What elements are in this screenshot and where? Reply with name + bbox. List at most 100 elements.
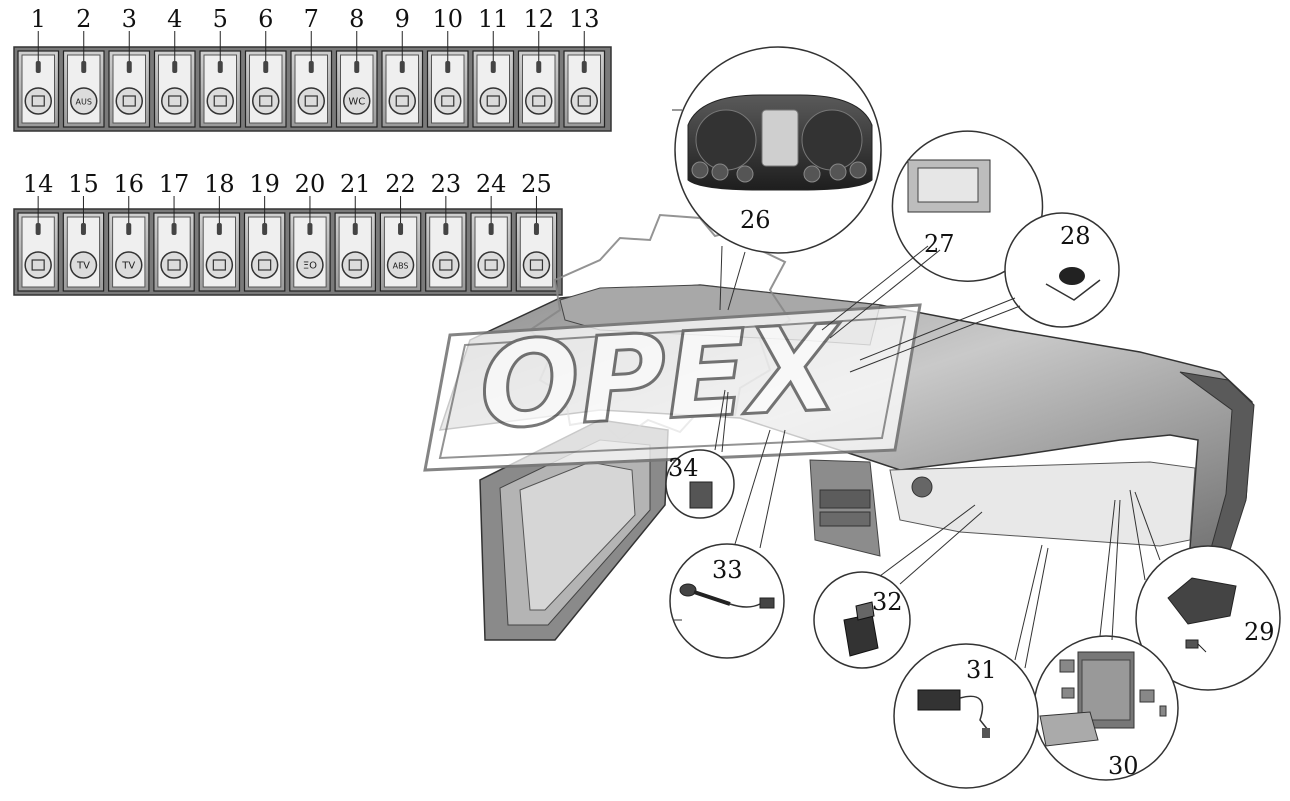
aus-icon	[70, 87, 98, 115]
switch-label: 4	[167, 5, 182, 33]
callout-fuse-relay-box	[1033, 499, 1179, 781]
callout-label: 34	[668, 454, 699, 482]
indicator-lamp	[126, 223, 132, 235]
hazard-icon	[388, 87, 416, 115]
switch-label: 13	[569, 5, 600, 33]
switch-symbol-text: ΞO	[303, 261, 317, 272]
abs-icon	[386, 251, 415, 279]
seat-icon	[24, 87, 52, 115]
indicator-lamp	[399, 61, 405, 73]
switch-symbol-text: AUS	[76, 98, 92, 107]
indicator-lamp	[488, 223, 494, 235]
step-icon	[205, 251, 234, 279]
switch-label: 1	[31, 5, 46, 33]
callout-wiring-sensor	[893, 544, 1049, 789]
switch-1[interactable]	[17, 50, 60, 128]
watermark-text: OPEX	[476, 298, 846, 455]
callout-label: 32	[872, 588, 903, 616]
switch-label: 17	[159, 170, 190, 198]
switch-19[interactable]	[243, 212, 286, 292]
switch-9[interactable]	[381, 50, 424, 128]
callout-instrument-cluster	[672, 46, 882, 311]
switch-symbol-text: WC	[348, 97, 365, 108]
indicator-lamp	[126, 61, 132, 73]
switch-label: 15	[68, 170, 99, 198]
callout-label: 33	[712, 556, 743, 584]
fan-icon	[252, 87, 280, 115]
indicator-lamp	[490, 61, 496, 73]
switch-symbol-text: TV	[76, 261, 90, 272]
wc-icon	[343, 87, 371, 115]
switch-label: 21	[340, 170, 371, 198]
switch-12[interactable]	[517, 50, 560, 128]
switch-6[interactable]	[244, 50, 287, 128]
indicator-lamp	[216, 223, 222, 235]
switch-7[interactable]	[290, 50, 333, 128]
callout-speaker-sensor	[849, 212, 1120, 373]
switch-5[interactable]	[199, 50, 242, 128]
indicator-lamp	[80, 223, 86, 235]
switch-label: 9	[395, 5, 410, 33]
switch-11[interactable]	[472, 50, 515, 128]
switch-label: 7	[304, 5, 319, 33]
switch-label: 20	[295, 170, 326, 198]
indicator-lamp	[217, 61, 223, 73]
switch-20[interactable]: ΞO	[289, 212, 331, 292]
callout-control-module	[1129, 489, 1281, 691]
callout-label: 26	[740, 206, 771, 234]
indicator-lamp	[171, 223, 177, 235]
seat-belt-icon	[160, 251, 188, 279]
switch-label: 11	[478, 5, 509, 33]
switch-4[interactable]	[153, 50, 196, 128]
switch-24[interactable]	[470, 212, 512, 292]
switch-label: 23	[431, 170, 462, 198]
sun-icon	[570, 87, 598, 115]
switch-label: 12	[523, 5, 554, 33]
switch-label: 8	[349, 5, 364, 33]
indicator-lamp	[354, 61, 360, 73]
indicator-lamp	[398, 223, 404, 235]
callout-label: 28	[1060, 222, 1091, 250]
switch-22[interactable]: ABS	[379, 212, 422, 292]
callout-labels: 26 27 28 29 30 31 32 33 34	[668, 206, 1275, 780]
callout-label: 30	[1108, 752, 1139, 780]
switch-15[interactable]: TV	[62, 212, 105, 292]
switch-16[interactable]: TV	[107, 212, 150, 292]
switch-label: 3	[122, 5, 137, 33]
switch-18[interactable]	[198, 212, 241, 292]
switch-14[interactable]	[17, 212, 59, 292]
indicator-lamp	[533, 223, 539, 235]
switch-symbol-text: TV	[121, 261, 135, 272]
indicator-lamp	[172, 61, 178, 73]
switch-17[interactable]	[153, 212, 195, 292]
callout-connector-switch	[665, 389, 735, 519]
watermark: OPEX	[423, 213, 922, 472]
tv-small-icon	[115, 251, 143, 279]
switch-8[interactable]: WC	[335, 50, 378, 128]
indicator-lamp	[352, 223, 358, 235]
switch-13[interactable]	[563, 50, 606, 128]
switch-2[interactable]: AUS	[62, 50, 105, 128]
switch-10[interactable]	[426, 50, 469, 128]
bus-icon	[432, 251, 460, 279]
callout-display-monitor	[821, 130, 1044, 339]
callout-label: 29	[1244, 618, 1275, 646]
tv-icon	[69, 251, 98, 279]
switch-23[interactable]	[425, 212, 467, 292]
switch-21[interactable]	[334, 212, 377, 292]
rear-fog-icon	[522, 251, 551, 279]
fuel-icon	[434, 87, 462, 115]
fan-small-icon	[297, 87, 325, 115]
switch-label: 16	[113, 170, 144, 198]
indicator-lamp	[35, 223, 41, 235]
switch-25[interactable]	[515, 212, 558, 292]
indicator-lamp	[307, 223, 313, 235]
switch-label: 19	[249, 170, 280, 198]
indicator-lamp	[308, 61, 314, 73]
switch-label: 24	[476, 170, 507, 198]
callout-cigarette-lighter	[669, 429, 786, 659]
switch-3[interactable]	[108, 50, 151, 128]
switch-label: 22	[385, 170, 416, 198]
